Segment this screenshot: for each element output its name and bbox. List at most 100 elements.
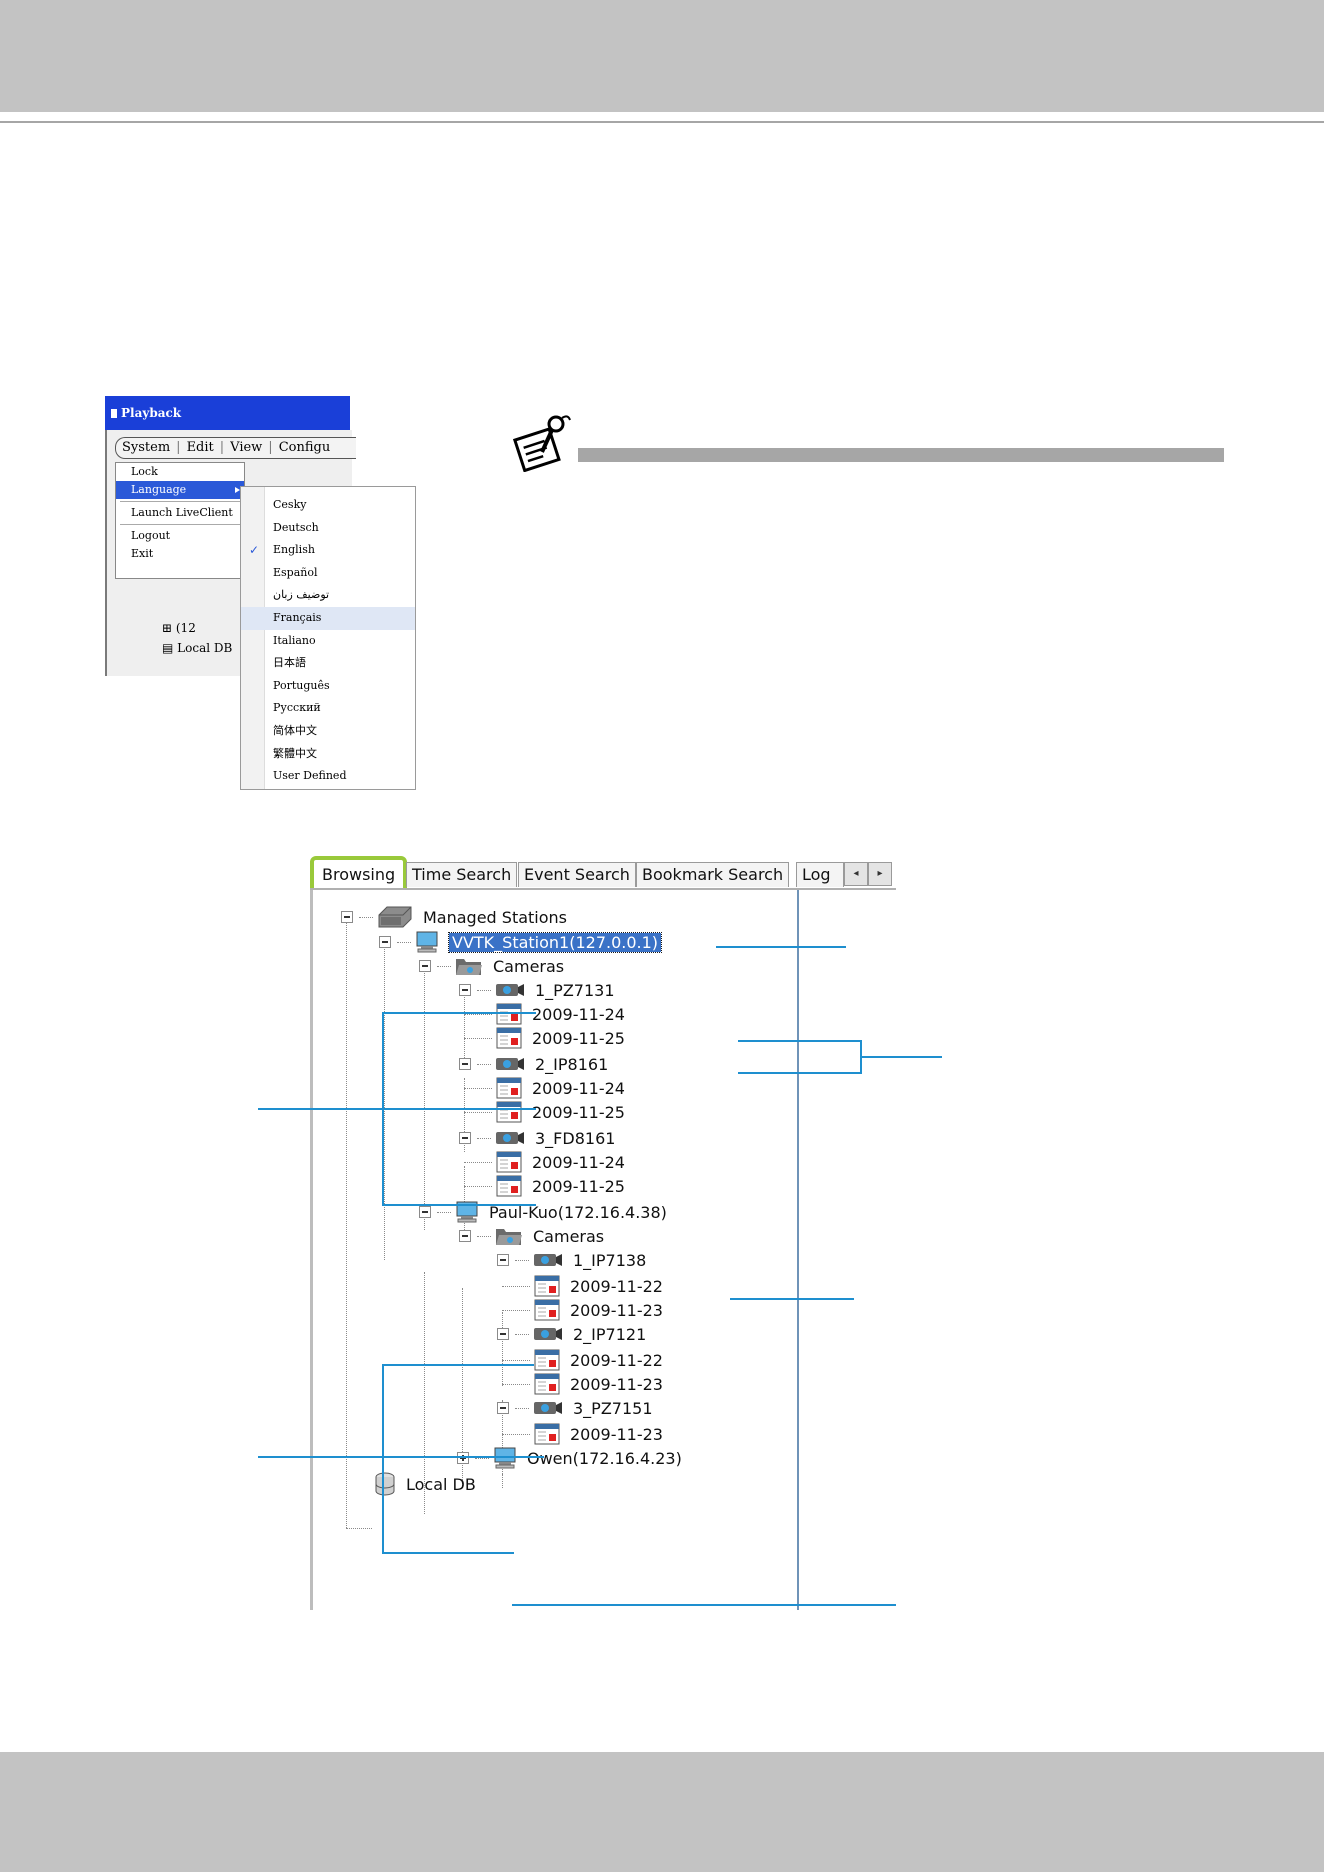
database-icon — [375, 1472, 395, 1496]
calendar-icon — [534, 1423, 560, 1445]
language-item-hovered[interactable]: Français — [241, 606, 415, 630]
tree-node-date[interactable]: 2009-11-23 — [502, 1420, 663, 1448]
folder-camera-icon — [456, 959, 482, 975]
tree-node-date[interactable]: 2009-11-23 — [502, 1296, 663, 1324]
tree-node-camera[interactable]: 2_IP8161 — [459, 1050, 608, 1078]
computer-icon — [416, 931, 438, 953]
callout-line-station — [716, 946, 846, 948]
tree-peek-station[interactable]: ⊞ (12 — [162, 621, 196, 635]
callout-line-camera-top — [382, 1012, 536, 1014]
collapse-toggle-icon[interactable] — [459, 984, 471, 996]
page-footer-band — [0, 1752, 1324, 1872]
callout-line-date-top — [738, 1040, 862, 1042]
tree-node-date[interactable]: 2009-11-22 — [502, 1346, 663, 1374]
collapse-toggle-icon[interactable] — [419, 960, 431, 972]
language-item[interactable]: Italiano — [273, 633, 316, 647]
calendar-icon — [496, 1151, 522, 1173]
playback-title: Playback — [121, 406, 182, 420]
menu-configuration[interactable]: Configu — [278, 440, 331, 455]
callout-line-cameras2 — [258, 1456, 544, 1458]
language-item[interactable]: Deutsch — [273, 520, 319, 534]
note-icon — [512, 415, 571, 472]
browsing-tree-screenshot: Browsing Time Search Event Search Bookma… — [298, 848, 896, 1610]
tree-node-camera[interactable]: 3_FD8161 — [459, 1124, 615, 1152]
server-icon — [378, 906, 412, 928]
menu-edit[interactable]: Edit — [186, 440, 214, 455]
language-item[interactable]: Español — [273, 565, 318, 579]
playback-menubar: System|Edit|View|Configu — [115, 437, 356, 459]
collapse-toggle-icon[interactable] — [497, 1402, 509, 1414]
collapse-toggle-icon[interactable] — [459, 1058, 471, 1070]
checkmark-icon: ✓ — [249, 543, 260, 558]
callout-line-cameras — [258, 1108, 536, 1110]
collapse-toggle-icon[interactable] — [341, 911, 353, 923]
camera-icon — [534, 1254, 562, 1266]
menu-separator — [120, 524, 240, 525]
collapse-toggle-icon[interactable] — [379, 936, 391, 948]
menu-item-exit[interactable]: Exit — [131, 547, 154, 560]
language-item[interactable]: Русский — [273, 701, 321, 715]
tree-node-date[interactable]: 2009-11-24 — [464, 1000, 625, 1028]
language-item-checked[interactable]: ✓English — [241, 539, 415, 562]
tab-scroll-left-icon[interactable]: ◂ — [844, 862, 868, 886]
tree-node-date[interactable]: 2009-11-25 — [464, 1172, 625, 1200]
app-icon — [111, 409, 117, 418]
camera-icon — [496, 984, 524, 996]
language-item[interactable]: User Defined — [273, 769, 347, 783]
playback-tree-peek: ⊞ (12 ▤ Local DB — [162, 618, 232, 658]
expand-toggle-icon[interactable] — [457, 1452, 469, 1464]
callout-line-camera2-top — [382, 1364, 534, 1366]
calendar-icon — [496, 1101, 522, 1123]
tree-node-date[interactable]: 2009-11-23 — [502, 1370, 663, 1398]
tree-node-camera[interactable]: 3_PZ7151 — [497, 1394, 653, 1422]
tab-browsing[interactable]: Browsing — [310, 856, 408, 894]
language-item[interactable]: توضيف زبان — [273, 588, 330, 602]
language-item[interactable]: Cesky — [273, 498, 307, 511]
collapse-toggle-icon[interactable] — [459, 1132, 471, 1144]
camera-icon — [534, 1402, 562, 1414]
language-item[interactable]: 简体中文 — [273, 723, 317, 737]
tree-node-date[interactable]: 2009-11-22 — [502, 1272, 663, 1300]
tree-node-managed-stations[interactable]: Managed Stations — [341, 903, 567, 931]
language-submenu: Cesky Deutsch ✓English Español توضيف زبا… — [240, 486, 416, 790]
tab-bookmark-search[interactable]: Bookmark Search — [636, 862, 790, 887]
language-item[interactable]: Português — [273, 678, 330, 692]
collapse-toggle-icon[interactable] — [419, 1206, 431, 1218]
tree-peek-local-db[interactable]: ▤ Local DB — [162, 641, 233, 655]
system-menu-dropdown: Lock Language Launch LiveClient Logout E… — [115, 462, 245, 579]
tree-node-station[interactable]: VVTK_Station1(127.0.0.1) — [379, 928, 663, 956]
calendar-icon — [534, 1373, 560, 1395]
playback-titlebar: Playback — [105, 396, 350, 430]
submenu-arrow-icon — [235, 487, 240, 493]
tab-event-search[interactable]: Event Search — [518, 862, 636, 887]
tree-node-camera[interactable]: 1_IP7138 — [497, 1246, 646, 1274]
tree-node-cameras-folder[interactable]: Cameras — [419, 952, 564, 980]
calendar-icon — [496, 1027, 522, 1049]
collapse-toggle-icon[interactable] — [497, 1328, 509, 1340]
language-item[interactable]: 繁體中文 — [273, 746, 317, 760]
menu-item-launch-liveclient[interactable]: Launch LiveClient — [131, 506, 233, 519]
tree-node-date[interactable]: 2009-11-25 — [464, 1098, 625, 1126]
camera-icon — [496, 1058, 524, 1070]
tab-time-search[interactable]: Time Search — [406, 862, 518, 887]
tree-node-local-db[interactable]: Local DB — [374, 1470, 476, 1498]
tab-log[interactable]: Log — [796, 862, 844, 887]
menu-view[interactable]: View — [230, 440, 263, 455]
collapse-toggle-icon[interactable] — [459, 1230, 471, 1242]
menu-system[interactable]: System — [122, 440, 171, 455]
callout-bracket — [860, 1040, 862, 1074]
menu-item-language[interactable]: Language — [116, 481, 244, 499]
tree-node-cameras-folder[interactable]: Cameras — [459, 1222, 604, 1250]
language-item[interactable]: 日本語 — [273, 656, 306, 670]
tab-bar: Browsing Time Search Event Search Bookma… — [310, 856, 896, 894]
tree-node-date[interactable]: 2009-11-24 — [464, 1074, 625, 1102]
menu-item-logout[interactable]: Logout — [131, 529, 171, 542]
tree-node-date[interactable]: 2009-11-25 — [464, 1024, 625, 1052]
tree-node-station-collapsed[interactable]: Owen(172.16.4.23) — [457, 1444, 682, 1472]
collapse-toggle-icon[interactable] — [497, 1254, 509, 1266]
tab-scroll-right-icon[interactable]: ▸ — [868, 862, 892, 886]
tree-node-date[interactable]: 2009-11-24 — [464, 1148, 625, 1176]
menu-item-lock[interactable]: Lock — [131, 465, 158, 478]
tree-node-camera[interactable]: 2_IP7121 — [497, 1320, 646, 1348]
tree-node-camera[interactable]: 1_PZ7131 — [459, 976, 615, 1004]
